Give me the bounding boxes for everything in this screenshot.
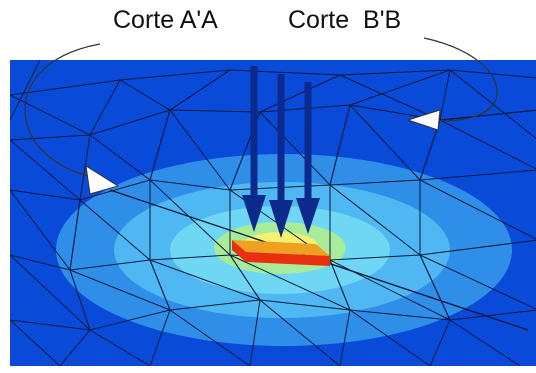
load-arrow <box>269 74 293 238</box>
section-b-callout-arrow <box>423 37 498 122</box>
footing <box>232 240 330 266</box>
load-arrow <box>296 82 320 234</box>
footing-end-face <box>232 240 246 262</box>
footing-front-face <box>246 252 330 266</box>
section-b-arrowhead <box>406 109 441 131</box>
section-b-label: Corte B'B <box>288 6 402 34</box>
footing-top-face <box>232 240 330 256</box>
section-a-label: Corte A'A <box>113 6 218 34</box>
element-mesh <box>10 60 536 366</box>
load-arrows <box>242 66 320 238</box>
load-arrow <box>242 66 266 232</box>
section-a-callout-arrow <box>24 43 101 179</box>
section-a-arrowhead <box>85 165 120 195</box>
